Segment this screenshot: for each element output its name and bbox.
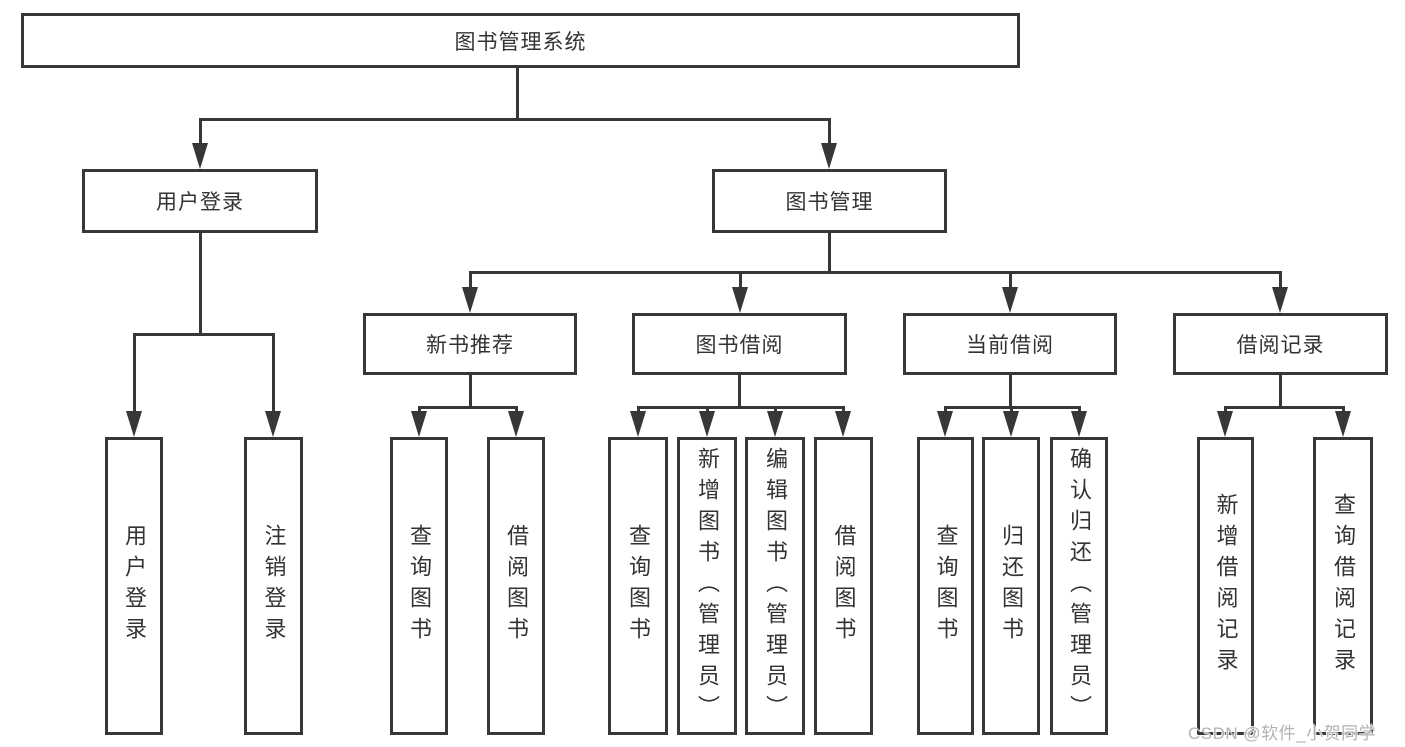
connector-root-split xyxy=(199,118,831,121)
connector-user-login-split xyxy=(133,333,274,336)
connector-cb-stem xyxy=(1009,373,1012,408)
node-user-login-label: 用户登录 xyxy=(156,191,244,214)
arrowhead-leaf-user-login xyxy=(126,411,142,437)
connector-level3-split xyxy=(469,271,1282,274)
connector-drop-book-management xyxy=(828,118,831,150)
connector-drop-user-login xyxy=(199,118,202,150)
leaf-cb-query-books-label: 查询图书 xyxy=(933,524,959,648)
arrowhead-book-borrow xyxy=(732,287,748,313)
leaf-br-query-record-label: 查询借阅记录 xyxy=(1331,493,1356,679)
arrowhead-bb-query xyxy=(630,411,646,437)
leaf-bb-borrow-books-label: 借阅图书 xyxy=(831,524,857,648)
arrowhead-borrow-records xyxy=(1272,287,1288,313)
leaf-user-login-label: 用户登录 xyxy=(122,524,147,648)
connector-drop-new-book-recommend xyxy=(469,271,472,291)
connector-nbr-split xyxy=(418,406,517,409)
leaf-nbr-query-books: 查询图书 xyxy=(390,437,448,735)
connector-root-stem xyxy=(516,68,519,119)
node-new-book-recommend: 新书推荐 xyxy=(363,313,577,375)
leaf-cb-return-books-label: 归还图书 xyxy=(999,524,1024,648)
connector-br-stem xyxy=(1279,373,1282,408)
arrowhead-cb-return xyxy=(1003,411,1019,437)
csdn-watermark: CSDN @软件_小贺同学 xyxy=(1188,724,1377,743)
connector-nbr-stem xyxy=(469,373,472,408)
node-book-management: 图书管理 xyxy=(712,169,947,233)
leaf-bb-edit-books-label: 编辑图书（管理员） xyxy=(763,446,788,726)
leaf-br-add-record: 新增借阅记录 xyxy=(1197,437,1254,735)
leaf-cb-confirm-return-label: 确认归还（管理员） xyxy=(1067,446,1092,726)
leaf-bb-edit-books: 编辑图书（管理员） xyxy=(745,437,805,735)
leaf-br-add-record-label: 新增借阅记录 xyxy=(1213,493,1239,679)
connector-book-management-stem xyxy=(828,231,831,273)
node-new-book-recommend-label: 新书推荐 xyxy=(426,334,514,357)
arrowhead-bb-add xyxy=(699,411,715,437)
connector-user-login-stem xyxy=(199,231,202,334)
arrowhead-br-query xyxy=(1335,411,1351,437)
node-current-borrow: 当前借阅 xyxy=(903,313,1117,375)
leaf-bb-query-books: 查询图书 xyxy=(608,437,668,735)
arrowhead-user-login xyxy=(192,143,208,169)
connector-bb-split xyxy=(637,406,844,409)
node-book-borrow-label: 图书借阅 xyxy=(695,334,784,357)
leaf-logout-label: 注销登录 xyxy=(261,524,287,648)
leaf-bb-borrow-books: 借阅图书 xyxy=(814,437,873,735)
leaf-bb-add-books: 新增图书（管理员） xyxy=(677,437,737,735)
leaf-nbr-borrow-books-label: 借阅图书 xyxy=(504,524,529,648)
arrowhead-bb-edit xyxy=(767,411,783,437)
leaf-cb-return-books: 归还图书 xyxy=(982,437,1040,735)
arrowhead-current-borrow xyxy=(1002,287,1018,313)
arrowhead-new-book-recommend xyxy=(462,287,478,313)
node-borrow-records-label: 借阅记录 xyxy=(1236,334,1325,357)
node-book-management-label: 图书管理 xyxy=(785,191,874,214)
leaf-user-login: 用户登录 xyxy=(105,437,163,735)
connector-drop-leaf-logout xyxy=(272,333,275,416)
leaf-bb-query-books-label: 查询图书 xyxy=(626,524,651,648)
node-book-borrow: 图书借阅 xyxy=(632,313,847,375)
leaf-br-query-record: 查询借阅记录 xyxy=(1313,437,1373,735)
node-current-borrow-label: 当前借阅 xyxy=(966,334,1054,357)
leaf-nbr-borrow-books: 借阅图书 xyxy=(487,437,545,735)
arrowhead-nbr-query xyxy=(411,411,427,437)
leaf-cb-confirm-return: 确认归还（管理员） xyxy=(1050,437,1108,735)
arrowhead-br-add xyxy=(1217,411,1233,437)
leaf-logout: 注销登录 xyxy=(244,437,303,735)
arrowhead-cb-confirm xyxy=(1071,411,1087,437)
arrowhead-bb-borrow xyxy=(835,411,851,437)
connector-drop-borrow-records xyxy=(1279,271,1282,291)
connector-drop-book-borrow xyxy=(739,271,742,291)
leaf-cb-query-books: 查询图书 xyxy=(917,437,974,735)
leaf-nbr-query-books-label: 查询图书 xyxy=(407,524,432,648)
arrowhead-cb-query xyxy=(937,411,953,437)
connector-br-split xyxy=(1224,406,1344,409)
arrowhead-leaf-logout xyxy=(265,411,281,437)
arrowhead-book-management xyxy=(821,143,837,169)
arrowhead-nbr-borrow xyxy=(508,411,524,437)
leaf-bb-add-books-label: 新增图书（管理员） xyxy=(695,446,720,726)
connector-drop-leaf-user-login xyxy=(133,333,136,416)
node-root: 图书管理系统 xyxy=(21,13,1020,68)
node-user-login: 用户登录 xyxy=(82,169,318,233)
connector-drop-current-borrow xyxy=(1009,271,1012,291)
node-borrow-records: 借阅记录 xyxy=(1173,313,1388,375)
connector-bb-stem xyxy=(738,373,741,408)
node-root-label: 图书管理系统 xyxy=(454,30,587,54)
